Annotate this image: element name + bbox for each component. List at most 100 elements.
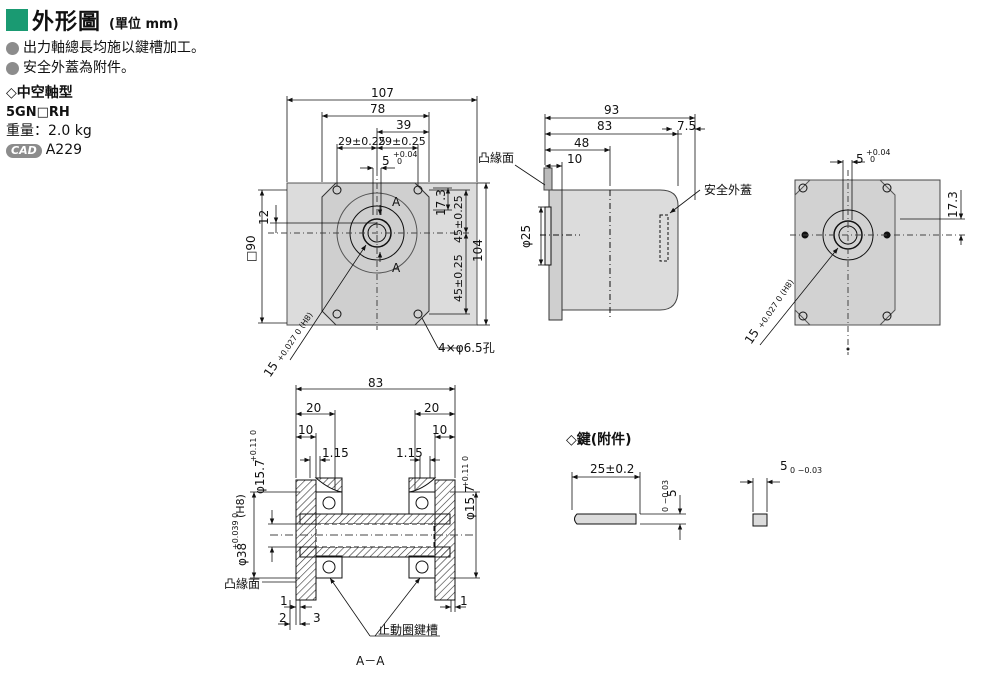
dim-label: 2 [279, 611, 287, 625]
dim-tolerance: +0.04 [393, 150, 418, 159]
dim-label: 20 [306, 401, 321, 415]
model-number: 5GN□RH [6, 105, 70, 120]
motor-case [561, 189, 679, 311]
rear-plate [794, 179, 896, 326]
right-wall [434, 479, 456, 601]
flange-tab [543, 167, 553, 191]
dim-label: 17.3 [434, 189, 448, 216]
unit-label: (單位 mm) [109, 16, 179, 32]
dim-label: 3 [313, 611, 321, 625]
bore-label: 15 [742, 326, 762, 346]
hollow-shaft [299, 513, 451, 525]
mount-hole [413, 309, 423, 319]
section-view-labels: 83 20 20 10 10 1.15 1.15 φ15.7 +0.11 0 φ… [224, 376, 477, 668]
note-item: 安全外蓋為附件。 [6, 58, 205, 78]
dim-label: 10 [567, 152, 582, 166]
dim-label: φ15.7 [463, 485, 477, 520]
header-square-icon [6, 9, 28, 31]
page-title: 外形圖 [32, 10, 102, 35]
bore-label: 15 [261, 359, 281, 379]
shaft-type: ◇中空軸型 [6, 85, 73, 101]
bullet-icon [6, 41, 19, 55]
dim-tolerance: +0.039 0 [231, 513, 240, 550]
cover-label: 安全外蓋 [704, 182, 752, 197]
key-end [752, 513, 768, 527]
flange-label: 凸緣面 [224, 577, 260, 591]
dim-label: 10 [298, 423, 313, 437]
dim-label: 5 [382, 154, 390, 168]
safety-cover [659, 214, 669, 262]
dim-tolerance: +0.11 0 [249, 430, 258, 462]
note-item: 出力軸總長均施以鍵槽加工。 [6, 38, 205, 58]
dim-label: 17.3 [946, 191, 960, 218]
bearing [408, 555, 436, 579]
dim-label: 1 [460, 594, 468, 608]
key-title: ◇鍵(附件) [566, 431, 632, 448]
front-view [258, 96, 490, 361]
dim-label: 107 [371, 86, 394, 100]
dim-label: φ38 [235, 543, 249, 566]
dim-label: φ15.7 [253, 459, 267, 494]
side-view-labels: 93 83 7.5 48 10 凸緣面 安全外蓋 φ25 [478, 103, 752, 248]
dim-label: 45±0.25 [452, 195, 465, 243]
dim-label: (H8) [234, 494, 247, 518]
bearing [408, 491, 436, 515]
dim-label: □90 [244, 235, 258, 262]
dim-label: 29±0.25 [378, 135, 426, 148]
notes: 出力軸總長均施以鍵槽加工。 安全外蓋為附件。 [6, 38, 205, 78]
bore-tolerance: +0.027 0 (H8) [756, 278, 795, 330]
dim-label: 45±0.25 [452, 254, 465, 302]
key-labels: ◇鍵(附件) 25±0.2 5 0 −0.03 5 0 −0.03 [566, 431, 822, 512]
mount-hole [332, 309, 342, 319]
dim-tolerance: 0 [870, 155, 875, 164]
dim-label: 83 [368, 376, 383, 390]
dim-label: 1.15 [396, 446, 423, 460]
section-label: A [392, 195, 401, 209]
bearing [315, 491, 343, 515]
dim-tolerance: +0.11 0 [461, 456, 470, 488]
dim-label: 48 [574, 136, 589, 150]
flange-plate [321, 182, 430, 326]
hollow-shaft [299, 546, 451, 558]
dim-label: 104 [471, 239, 485, 262]
pilot [544, 206, 552, 266]
dim-label: 25±0.2 [590, 462, 634, 476]
dim-label: 20 [424, 401, 439, 415]
dim-label: φ25 [519, 225, 533, 248]
dim-label: 5 [780, 459, 788, 473]
section-label: A [392, 261, 401, 275]
dim-label: 5 [665, 489, 679, 497]
dim-label: 10 [432, 423, 447, 437]
dim-label: 1 [280, 594, 288, 608]
dim-tolerance: 0 −0.03 [790, 466, 822, 475]
dim-label: 39 [396, 118, 411, 132]
holes-label: 4×φ6.5孔 [438, 341, 495, 355]
dim-label: 29±0.25 [338, 135, 386, 148]
section-view [250, 385, 480, 637]
bearing [315, 555, 343, 579]
dim-label: 12 [257, 210, 271, 225]
dim-tolerance: 0 −0.03 [661, 480, 670, 512]
dim-label: 5 [856, 152, 864, 166]
cad-code: A229 [45, 142, 83, 158]
dim-label: 1.15 [322, 446, 349, 460]
rear-view [759, 159, 965, 355]
key-drawing [571, 472, 780, 540]
left-wall [295, 479, 317, 601]
flange-label: 凸緣面 [478, 151, 514, 165]
groove-label: 止動圈鍵槽 [378, 622, 438, 637]
dim-label: 7.5 [677, 119, 696, 133]
drawing-header: 外形圖 (單位 mm) [6, 4, 179, 36]
dim-label: 78 [370, 102, 385, 116]
dim-tolerance: 0 [397, 157, 402, 166]
bullet-icon [6, 61, 19, 75]
dim-label: 93 [604, 103, 619, 117]
dim-label: 83 [597, 119, 612, 133]
key-body [574, 513, 637, 525]
weight: 重量：2.0 kg [6, 123, 92, 139]
section-caption: A－A [356, 654, 385, 668]
cad-badge: CAD [6, 143, 42, 158]
